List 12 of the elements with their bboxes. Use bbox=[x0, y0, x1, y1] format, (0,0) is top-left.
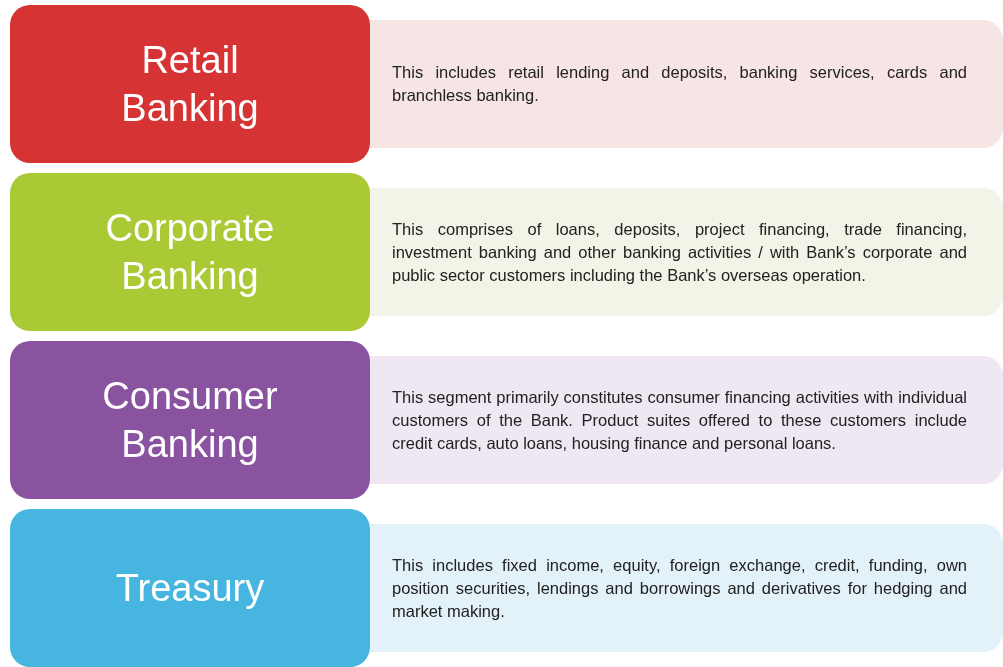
description-panel bbox=[370, 20, 1003, 148]
segment-title-box: Consumer Banking bbox=[10, 341, 370, 499]
segment-title-box: Corporate Banking bbox=[10, 173, 370, 331]
description-text: This includes retail lending and deposits, banking services, cards and branchless banking. bbox=[392, 62, 967, 106]
description-panel bbox=[370, 188, 1003, 316]
description-text: This includes fixed income, equity, foreign exchange, credit, funding, own position securities, lendings and borrowings and derivatives for hedging and market making. bbox=[392, 554, 967, 622]
description-text: This comprises of loans, deposits, project financing, trade financing, investment banking and other banking activities / with Bank’s corporate and public sector customers including the Bank’s overseas operation. bbox=[392, 218, 967, 286]
description-panel bbox=[370, 524, 1003, 652]
segment-title-box: Treasury bbox=[10, 509, 370, 667]
segment-title-box: Retail Banking bbox=[10, 5, 370, 163]
description-panel bbox=[370, 356, 1003, 484]
description-text: This segment primarily constitutes consumer financing activities with individual customers of the Bank. Product suites offered to these customers include credit cards, auto loans, housing finance and personal loans. bbox=[392, 386, 967, 454]
